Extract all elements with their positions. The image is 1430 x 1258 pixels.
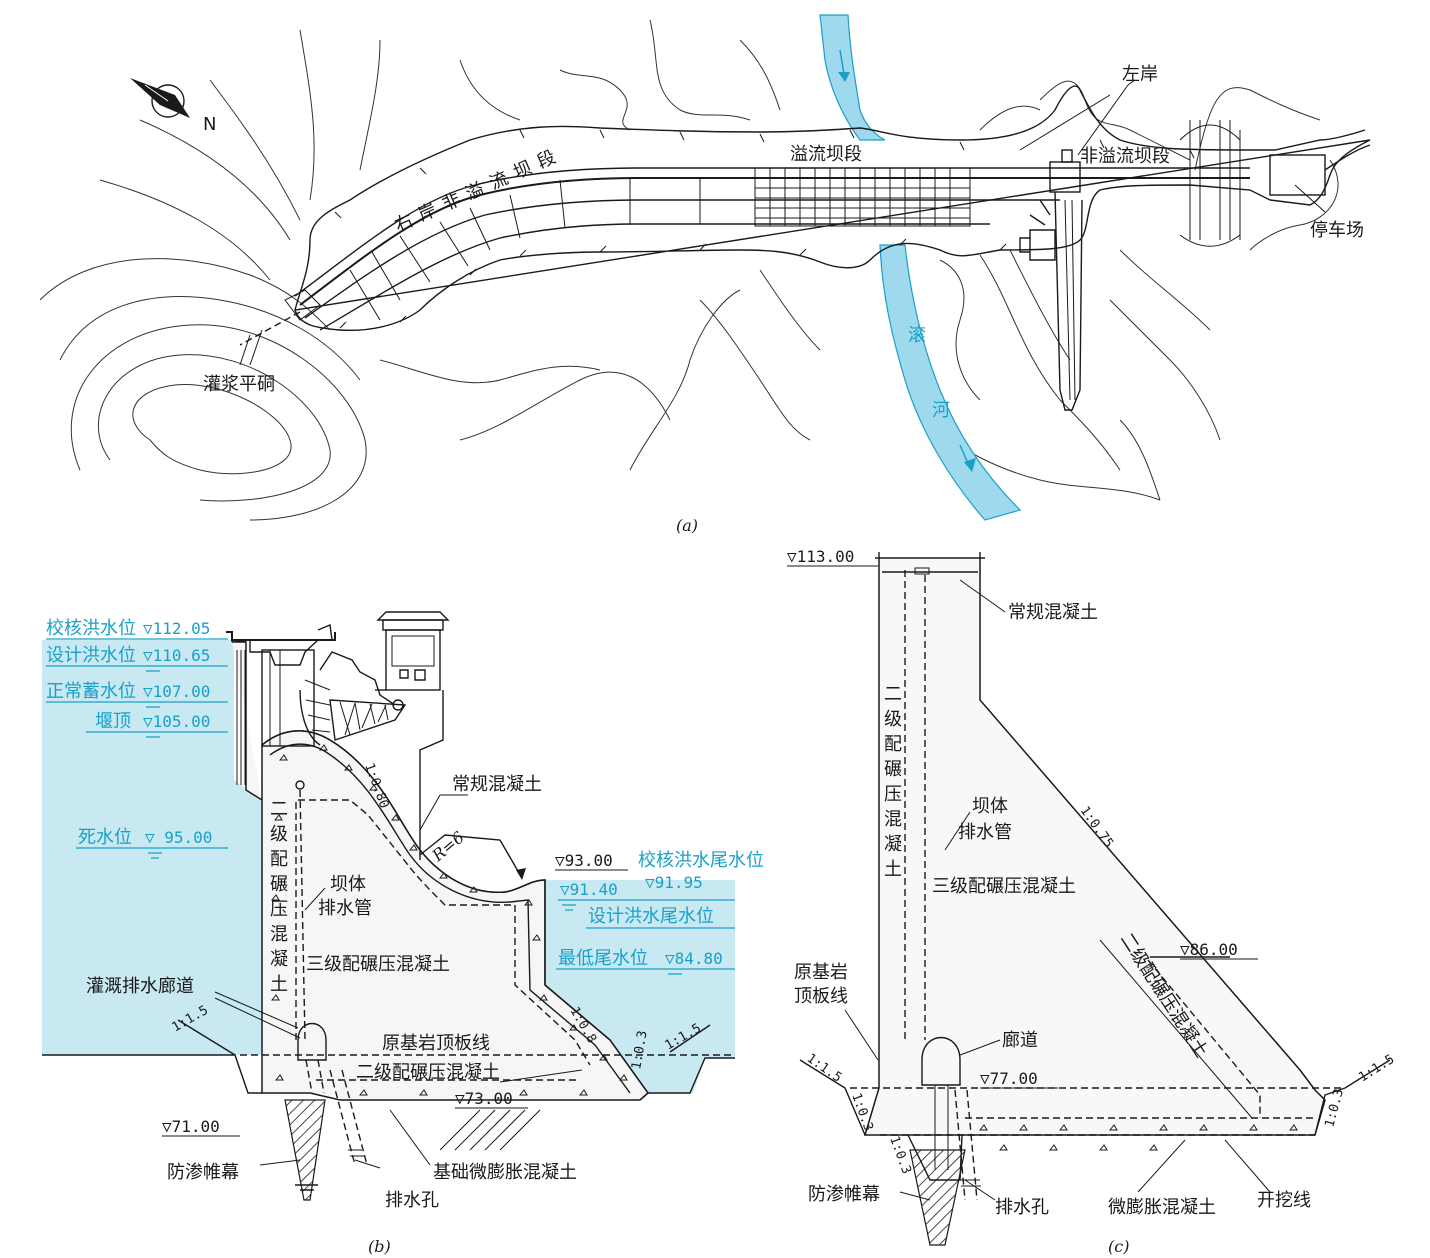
caption-b: (b) [368, 1237, 391, 1256]
outline-ticks [334, 129, 1195, 329]
label-expansive-b: 基础微膨胀混凝土 [433, 1162, 577, 1183]
slope-03-right-c: 1:0.3 [1322, 1087, 1347, 1129]
label-excavation-c: 开挖线 [1257, 1190, 1311, 1211]
label-grout-adit: 灌浆平硐 [203, 374, 275, 395]
label-tail-check: 校核洪水尾水位 [638, 850, 764, 871]
label-right-bank-non-overflow: 右岸非溢流坝段 [391, 143, 566, 236]
svg-text:压: 压 [270, 899, 288, 920]
svg-text:配: 配 [884, 734, 902, 755]
svg-text:二: 二 [270, 799, 288, 820]
dam-body-c [863, 558, 1326, 1136]
elev-93: ▽93.00 [555, 851, 613, 870]
label-gallery-c: 廊道 [1002, 1030, 1038, 1051]
concrete-aggregate [270, 744, 628, 1096]
slope-15-left-c: 1:1.5 [804, 1051, 845, 1086]
label-gallery-b: 灌溉排水廊道 [86, 976, 194, 997]
label-rock-line-b: 原基岩顶板线 [382, 1033, 490, 1054]
terrain-contours [39, 19, 1339, 521]
svg-text:凝: 凝 [270, 949, 288, 970]
slope-15-right-c: 1:1.5 [1356, 1052, 1397, 1085]
svg-text:级: 级 [270, 824, 288, 845]
slope-03: 1:0.3 [629, 1030, 651, 1071]
grout-curtain-c [909, 1149, 966, 1246]
elev-77: ▽77.00 [980, 1069, 1038, 1088]
label-rcc2-bottom: 二级配碾压混凝土 [356, 1062, 500, 1083]
label-curtain-c: 防渗帷幕 [808, 1184, 880, 1205]
label-drain-pipe-1-c: 坝体 [972, 796, 1008, 817]
value-normal-pool: ▽107.00 [143, 682, 210, 701]
label-radius: R=6 [428, 828, 468, 866]
label-dead-level: 死水位 [78, 827, 132, 848]
svg-text:土: 土 [884, 859, 902, 880]
grout-curtain [284, 1099, 326, 1201]
svg-text:土: 土 [270, 974, 288, 995]
label-rcc3-c: 三级配碾压混凝土 [932, 876, 1076, 897]
elev-71: ▽71.00 [162, 1117, 220, 1136]
value-tail-min: ▽84.80 [665, 949, 723, 968]
rcc2-vertical-c: 二 级 配 碾 压 混 凝 土 [884, 684, 902, 880]
label-drain-pipe-1-b: 坝体 [330, 874, 366, 895]
concrete-aggregate-c [978, 1124, 1298, 1151]
label-left-bank: 左岸 [1122, 64, 1158, 85]
value-tail-design: ▽91.40 [560, 880, 618, 899]
label-rock-line-1-c: 原基岩 [794, 962, 848, 983]
value-design-flood: ▽110.65 [143, 646, 210, 665]
dam-plan [239, 120, 1371, 411]
label-check-flood: 校核洪水位 [46, 618, 136, 639]
panel-c-section: ▽113.00 ▽86.00 ▽77.00 常规混凝土 二 级 配 碾 压 混 … [787, 547, 1397, 1256]
caption-c: (c) [1108, 1237, 1129, 1256]
label-drain-pipe-2-b: 排水管 [318, 898, 372, 919]
label-normal-pool: 正常蓄水位 [46, 681, 136, 702]
excavation-outline [294, 85, 1371, 332]
panel-b-section: 校核洪水位 ▽112.05 设计洪水位 ▽110.65 正常蓄水位 ▽107.0… [42, 611, 764, 1256]
value-dead-level: ▽ 95.00 [145, 828, 212, 847]
label-rock-line-2-c: 顶板线 [794, 986, 848, 1007]
value-check-flood: ▽112.05 [143, 619, 210, 638]
label-drain-hole-b: 排水孔 [385, 1190, 439, 1211]
label-curtain-b: 防渗帷幕 [167, 1162, 239, 1183]
label-conventional-b: 常规混凝土 [452, 774, 542, 795]
label-rcc3-b: 三级配碾压混凝土 [306, 954, 450, 975]
svg-text:碾: 碾 [884, 759, 902, 780]
label-left-non-overflow: 非溢流坝段 [1080, 146, 1170, 167]
river-name-1: 滚 [908, 325, 926, 346]
label-conventional-c: 常规混凝土 [1008, 602, 1098, 623]
label-design-flood: 设计洪水位 [46, 645, 136, 666]
svg-text:混: 混 [884, 809, 902, 830]
slope-03-bottom-c: 1:0.3 [886, 1134, 913, 1176]
svg-text:碾: 碾 [270, 874, 288, 895]
label-drain-pipe-2-c: 排水管 [958, 822, 1012, 843]
svg-text:级: 级 [884, 709, 902, 730]
elev-113: ▽113.00 [787, 547, 854, 566]
label-expansive-c: 微膨胀混凝土 [1108, 1197, 1216, 1218]
label-tail-min: 最低尾水位 [558, 948, 648, 969]
svg-text:二: 二 [884, 684, 902, 705]
label-weir-crest: 堰顶 [95, 711, 131, 732]
label-spillway: 溢流坝段 [790, 144, 862, 165]
label-drain-hole-c: 排水孔 [995, 1197, 1049, 1218]
panel-a-plan: 滚 河 [39, 14, 1371, 535]
svg-text:配: 配 [270, 849, 288, 870]
value-weir-crest: ▽105.00 [143, 712, 210, 731]
caption-a: (a) [676, 516, 698, 535]
svg-text:凝: 凝 [884, 834, 902, 855]
elev-86: ▽86.00 [1180, 940, 1238, 959]
elev-73: ▽73.00 [455, 1089, 513, 1108]
svg-text:混: 混 [270, 924, 288, 945]
rcc2-vertical-b: 二 级 配 碾 压 混 凝 土 [270, 799, 288, 995]
svg-text:压: 压 [884, 784, 902, 805]
river-name-2: 河 [932, 400, 950, 421]
north-arrow: N [130, 78, 216, 135]
water-level-labels: 校核洪水位 ▽112.05 设计洪水位 ▽110.65 正常蓄水位 ▽107.0… [46, 618, 764, 975]
label-parking: 停车场 [1310, 220, 1364, 241]
value-tail-check: ▽91.95 [645, 873, 703, 892]
north-label: N [203, 114, 216, 135]
label-tail-design: 设计洪水尾水位 [588, 906, 714, 927]
